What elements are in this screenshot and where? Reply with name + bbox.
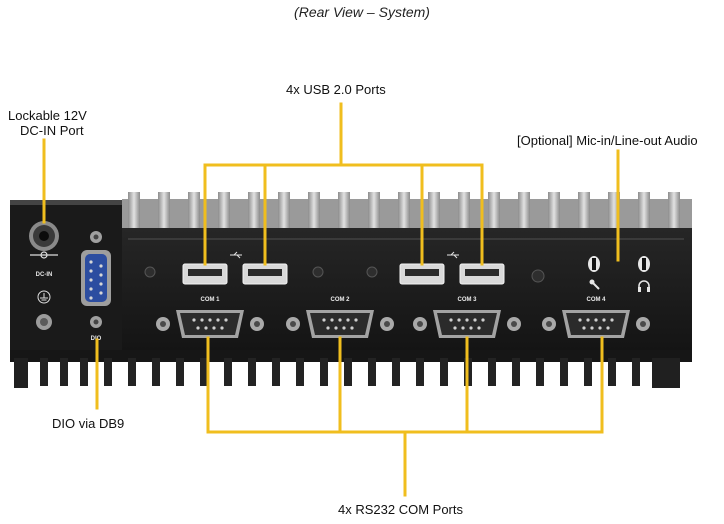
dio-db9-connector [81, 231, 111, 328]
headphone-icon [638, 280, 650, 292]
com1-db9-port [156, 310, 264, 338]
dc-in-callout-label-line2: DC-IN Port [20, 123, 84, 138]
line-out-jack [638, 256, 650, 272]
audio-callout-label: [Optional] Mic-in/Line-out Audio [517, 133, 698, 148]
dc-in-callout-label-line1: Lockable 12V [8, 108, 87, 123]
usb-symbol-icon [230, 251, 459, 259]
usb-port-4 [459, 263, 505, 285]
com4-db9-port [542, 310, 650, 338]
ground-icon [37, 290, 51, 304]
ground-screw [36, 314, 52, 330]
bottom-heatsink-fins [10, 350, 692, 388]
usb-port-3 [399, 263, 445, 285]
com1-port-label: COM 1 [200, 297, 220, 303]
top-heatsink-fins [122, 192, 692, 232]
chassis-screws [144, 266, 545, 283]
com2-port-label: COM 2 [330, 297, 350, 303]
microphone-icon [589, 279, 600, 290]
usb-callout-line [203, 102, 484, 266]
dc-in-jack [29, 221, 59, 259]
dc-in-port-label: DC-IN [36, 272, 53, 278]
usb-port-2 [242, 263, 288, 285]
com4-port-label: COM 4 [586, 297, 606, 303]
com3-db9-port [413, 310, 521, 338]
usb-port-1 [182, 263, 228, 285]
com-callout-label: 4x RS232 COM Ports [338, 502, 463, 517]
com3-port-label: COM 3 [457, 297, 477, 303]
com2-db9-port [286, 310, 394, 338]
figure-caption: (Rear View – System) [294, 4, 430, 20]
dio-callout-label: DIO via DB9 [52, 416, 125, 431]
com-callout-line [206, 336, 604, 497]
mic-in-jack [588, 256, 600, 272]
usb-callout-label: 4x USB 2.0 Ports [286, 82, 386, 97]
